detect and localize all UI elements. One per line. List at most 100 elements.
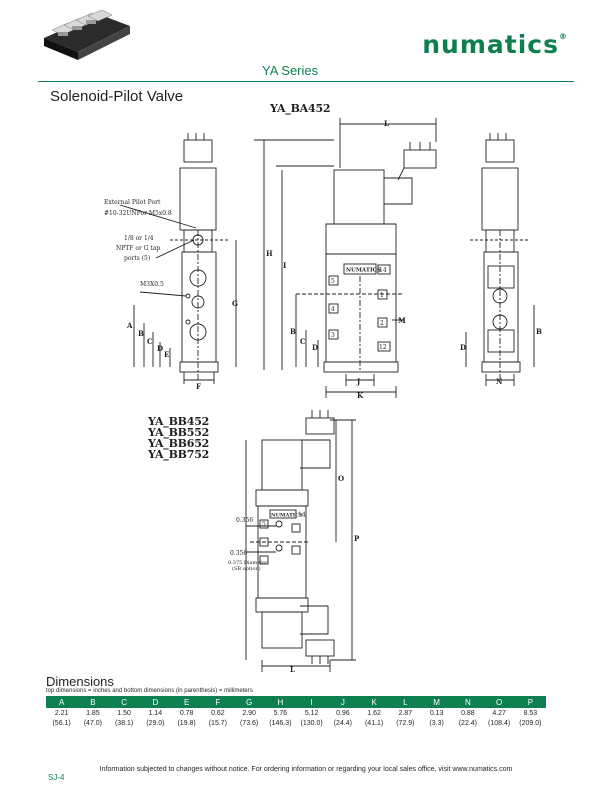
model-label-bottom-3: YA_BB652 (147, 437, 209, 451)
dim-header-i: I (296, 696, 328, 708)
dim-mm-c: (38.1) (114, 720, 134, 727)
left-side-view (119, 133, 237, 384)
dim-inch-n: 0.88 (461, 710, 475, 717)
dim-header-m: M (421, 696, 453, 708)
dim-letter-d: D (157, 344, 163, 353)
numatics-logo: numatics® (422, 30, 568, 59)
dim-mm-o: (108.4) (488, 720, 511, 727)
model-label-top: YA_BA452 (269, 102, 330, 116)
model-label-bottom-4: YA_BB752 (147, 448, 209, 462)
dim-mm-d: (29.0) (146, 720, 165, 727)
page-title: Solenoid-Pilot Valve (50, 88, 184, 105)
dim-header-k: K (358, 696, 390, 708)
dim-header-b: B (77, 696, 109, 708)
double-solenoid-view (245, 410, 356, 672)
dim-letter-j: J (356, 377, 361, 386)
dim-mm-m: (3.3) (429, 720, 444, 727)
dim-header-h: H (264, 696, 296, 708)
series-label: YA Series (262, 63, 319, 78)
dimensions-mm-row: (56.1)(47.0)(38.1)(29.0)(19.8)(15.7)(73.… (46, 718, 546, 728)
dim-mm-j: (24.4) (333, 720, 353, 727)
dim-mm-g: (73.6) (239, 720, 259, 727)
callout-external-pilot-port: External Pilot Port (104, 199, 161, 206)
dim-letter-b-front: B (290, 327, 296, 336)
dim-letter-b: B (138, 329, 144, 338)
dim-letter-c-front: C (300, 337, 306, 346)
dim-inch-l: 2.87 (398, 710, 413, 717)
dim-inch-g: 2.90 (242, 710, 256, 717)
port-14-bottom: 14 (298, 512, 306, 519)
dim-letter-k: K (357, 391, 364, 400)
dim-letter-g: G (232, 299, 238, 308)
dim-header-g: G (233, 696, 265, 708)
port-1: 1 (380, 292, 384, 299)
footer-note: Information subjected to changes without… (99, 766, 513, 773)
dim-letter-o: O (338, 474, 344, 483)
dim-inch-j: 0.96 (336, 710, 350, 717)
port-5: 5 (331, 278, 335, 285)
dim-letter-e: E (164, 350, 169, 359)
dim-letter-c: C (147, 337, 153, 346)
dim-header-n: N (452, 696, 484, 708)
front-view (254, 118, 437, 398)
callout-port-size: 1/8 or 1/4 (124, 235, 154, 242)
port-3: 3 (331, 332, 335, 339)
dim-inch-h: 5.76 (273, 710, 288, 717)
dim-mm-e: (19.8) (177, 720, 196, 727)
dim-inch-d: 1.14 (148, 710, 163, 717)
port-14: 14 (379, 267, 387, 274)
callout-port-thread: NPTF or G tap (116, 245, 160, 252)
dim-letter-m: M (398, 316, 406, 325)
dim-header-f: F (202, 696, 234, 708)
callout-mount-thread: M3X0.5 (140, 281, 164, 288)
dim-header-a: A (46, 696, 78, 708)
dim-inch-i: 5.12 (304, 710, 319, 717)
right-side-view (465, 133, 535, 386)
dim-letter-h: H (266, 249, 273, 258)
dimensions-note: top dimensions = inches and bottom dimen… (46, 688, 253, 694)
dim-letter-a: A (126, 321, 133, 330)
dim-letter-d-front: D (312, 343, 318, 352)
dim-header-o: O (483, 696, 515, 708)
dim-header-l: L (389, 696, 421, 708)
dim-letter-f: F (196, 382, 201, 391)
dim-mm-p: (209.0) (519, 720, 542, 727)
dim-inch-f: 0.62 (211, 710, 225, 717)
dim-inch-b: 1.85 (86, 710, 100, 717)
dim-inch-m: 0.13 (429, 710, 444, 717)
body-label: NUMATICS (346, 268, 381, 274)
dim-header-p: P (514, 696, 546, 708)
dim-letter-p: P (354, 534, 360, 543)
dim-mm-h: (146.3) (269, 720, 292, 727)
callout-offset-2: 0.356 (230, 550, 247, 557)
dim-inch-p: 8.53 (523, 710, 538, 717)
callout-port-count: ports (5) (124, 255, 150, 262)
model-label-bottom-2: YA_BB552 (147, 426, 209, 440)
valve-manifold-photo (44, 9, 130, 60)
dim-inch-a: 2.21 (54, 710, 69, 717)
dimensions-title: Dimensions (46, 674, 114, 689)
dim-letter-l-bottom: L (290, 665, 295, 674)
model-label-bottom-1: YA_BB452 (147, 415, 209, 429)
dimension-drawing: YA_BA452 YA_BB452 YA_BB552 YA_BB652 YA_B… (104, 102, 542, 674)
port-2: 2 (380, 320, 384, 327)
body-label-bottom: NUMATICS (271, 513, 303, 519)
dim-mm-a: (56.1) (52, 720, 71, 727)
callout-diameter-note: (SB option) (232, 565, 261, 572)
header-divider (38, 81, 574, 82)
dim-letter-b-right: B (536, 327, 542, 336)
callout-external-pilot-thread: #10-32UNFor M5x0.8 (104, 210, 172, 217)
dim-inch-c: 1.50 (117, 710, 131, 717)
dim-mm-l: (72.9) (396, 720, 415, 727)
dim-letter-n: N (496, 377, 503, 386)
dim-header-e: E (171, 696, 203, 708)
page-number: SJ-4 (48, 773, 65, 782)
dim-header-c: C (108, 696, 140, 708)
dim-letter-i: I (283, 261, 286, 270)
port-5-bottom: 5 (262, 521, 266, 528)
callout-diameter: 0.375 Diameter (228, 560, 268, 566)
dim-inch-o: 4.27 (492, 710, 506, 717)
dim-mm-k: (41.1) (364, 720, 384, 727)
dim-inch-e: 0.78 (179, 710, 194, 717)
